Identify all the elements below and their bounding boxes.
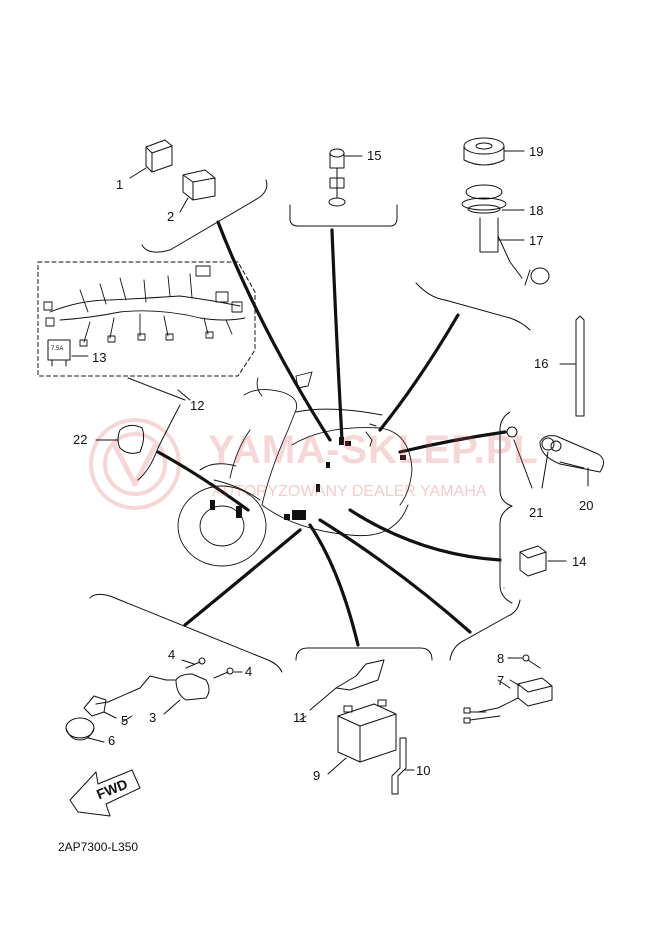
callout-12: 12 [190, 398, 205, 413]
callout-4a: 4 [168, 647, 176, 662]
callout-15: 15 [367, 148, 382, 163]
diagram-code: 2AP7300-L350 [58, 840, 139, 854]
callout-17: 17 [529, 233, 544, 248]
fwd-arrow [69, 769, 141, 817]
harness-box [37, 261, 256, 377]
fuse-part-13 [47, 339, 89, 367]
callout-6: 6 [108, 733, 116, 748]
callout-5: 5 [121, 713, 129, 728]
callout-9: 9 [313, 768, 321, 783]
callout-3: 3 [149, 710, 157, 725]
callout-13: 13 [92, 350, 107, 365]
plug-cap-part-5 [83, 695, 117, 719]
sensor-part-14 [519, 545, 567, 577]
callout-21: 21 [529, 505, 544, 520]
watermark-title: YAMA-SKLEP.PL [208, 428, 539, 472]
callout-20: 20 [579, 498, 594, 513]
battery-part-9 [327, 699, 397, 775]
callout-14: 14 [572, 554, 587, 569]
relay-cover-part-2 [182, 169, 216, 201]
bracket-right-lower [499, 505, 513, 604]
callout-18: 18 [529, 203, 544, 218]
fuel-pump-part-17-18 [461, 184, 550, 286]
callout-16: 16 [534, 356, 549, 371]
fuel-sender-part-15 [328, 148, 363, 207]
callout-1: 1 [116, 177, 124, 192]
callout-10: 10 [416, 763, 431, 778]
plug-cover-part-6 [65, 717, 105, 743]
fuse-rating: 7.5A [51, 346, 64, 352]
scooter-outline [177, 371, 413, 567]
callout-22: 22 [73, 432, 88, 447]
callout-19: 19 [529, 144, 544, 159]
callout-4b: 4 [245, 664, 253, 679]
bracket-right-side [499, 411, 513, 507]
bracket-relay [141, 179, 268, 253]
bracket-reflector [137, 404, 181, 481]
reflector-part-22 [95, 424, 145, 454]
bracket-fuel-pump [415, 282, 531, 331]
relay-part-1 [145, 139, 173, 173]
callout-7: 7 [497, 673, 505, 688]
bolt-part-4 [181, 657, 243, 679]
callout-8: 8 [497, 651, 505, 666]
cdi-unit-part-7 [463, 677, 553, 724]
wire-harness-part-12 [43, 265, 246, 347]
band-part-16 [559, 315, 585, 417]
watermark-subtitle: AUTORYZOWANY DEALER YAMAHA [212, 483, 487, 500]
callout-11: 11 [293, 710, 307, 725]
ignition-coil-part-3 [95, 673, 210, 715]
bracket-battery [295, 647, 433, 661]
bracket-ignition [89, 593, 283, 673]
callout-2: 2 [167, 209, 175, 224]
battery-cover-part-10 [391, 737, 415, 795]
bracket-cdi [449, 599, 521, 661]
bracket-fuel-sender [289, 204, 398, 227]
grommet-part-19 [463, 137, 525, 166]
screw-part-8 [507, 654, 541, 669]
plate-part-20-21 [506, 426, 604, 489]
battery-band-part-11 [309, 659, 385, 711]
